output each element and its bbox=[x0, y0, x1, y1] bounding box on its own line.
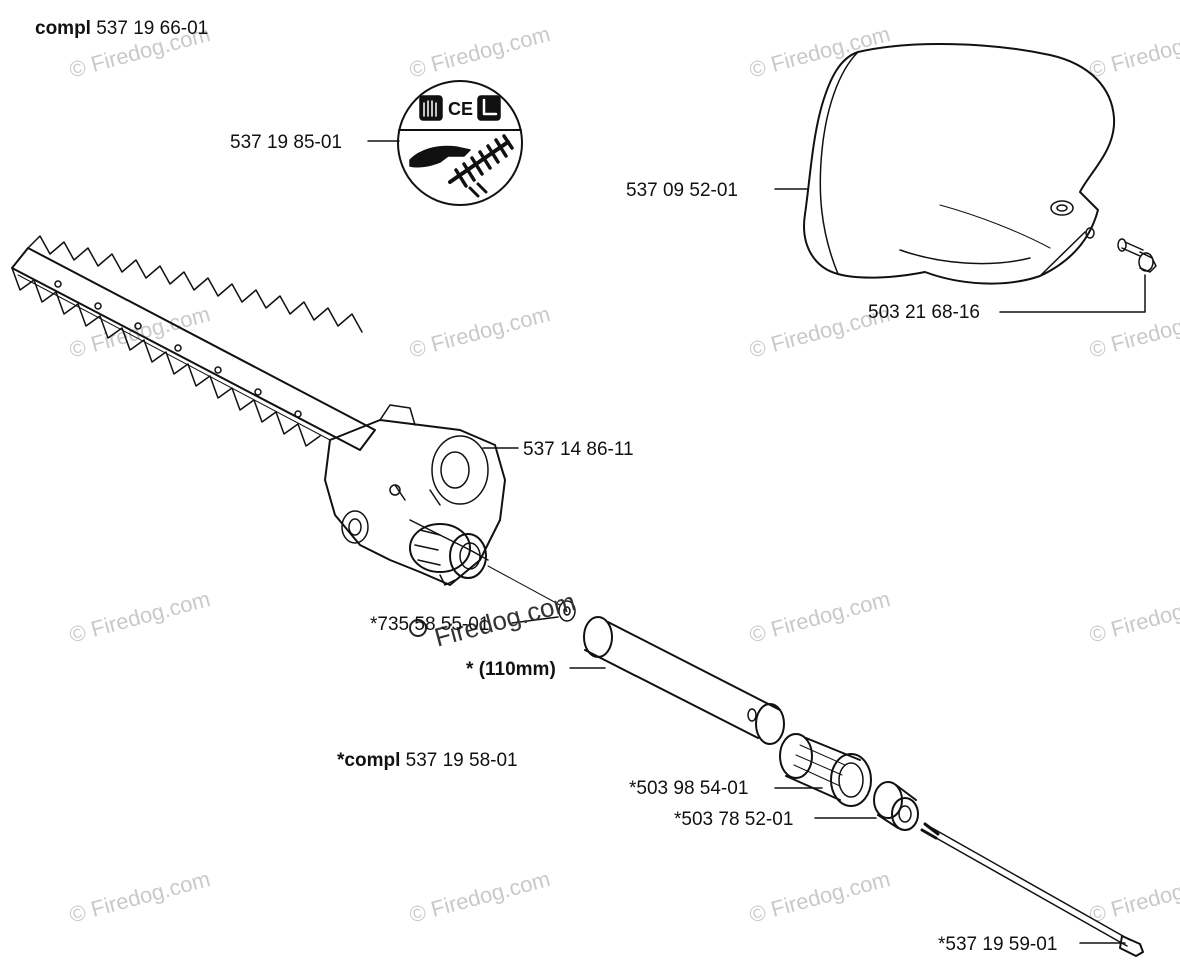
washer bbox=[558, 600, 576, 622]
assembly-number: 537 19 66-01 bbox=[96, 18, 209, 39]
assembly-label: compl 537 19 66-01 bbox=[35, 19, 208, 38]
safety-decal bbox=[397, 80, 523, 206]
drive-shaft bbox=[920, 822, 1144, 957]
gear-head bbox=[324, 404, 506, 586]
watermark-circle bbox=[409, 619, 427, 637]
part-label-washer: *735 58 55-01 bbox=[370, 614, 490, 635]
ce-mark: CE bbox=[448, 99, 474, 119]
tube-length: (110mm) bbox=[478, 659, 556, 680]
part-label-gear-head: 537 14 86-11 bbox=[523, 439, 634, 460]
part-label-bushing: *503 98 54-01 bbox=[629, 778, 749, 799]
part-label-shield: 537 09 52-01 bbox=[626, 180, 738, 201]
part-label-shield-bolt: 503 21 68-16 bbox=[868, 302, 980, 323]
assembly-prefix: compl bbox=[35, 18, 91, 39]
tube bbox=[583, 616, 785, 745]
part-label-decal: 537 19 85-01 bbox=[230, 132, 342, 153]
part-label-drive-shaft: *537 19 59-01 bbox=[938, 934, 1058, 955]
bushing bbox=[779, 733, 872, 807]
boot-icon bbox=[477, 95, 501, 121]
leader-bolt bbox=[999, 274, 1146, 313]
shield-bolt bbox=[1085, 227, 1157, 273]
sub-assembly-prefix: *compl bbox=[337, 750, 401, 771]
sub-assembly-label: *compl 537 19 58-01 bbox=[337, 751, 518, 770]
tube-star: * bbox=[466, 659, 474, 680]
part-label-tube: * (110mm) bbox=[466, 660, 556, 679]
sub-assembly-number: 537 19 58-01 bbox=[405, 750, 518, 771]
trimmer-blade bbox=[11, 235, 376, 451]
shield bbox=[803, 43, 1116, 285]
hand-icon bbox=[409, 145, 471, 168]
nut bbox=[873, 781, 919, 831]
part-label-nut: *503 78 52-01 bbox=[674, 809, 794, 830]
leader-washer bbox=[511, 616, 559, 624]
